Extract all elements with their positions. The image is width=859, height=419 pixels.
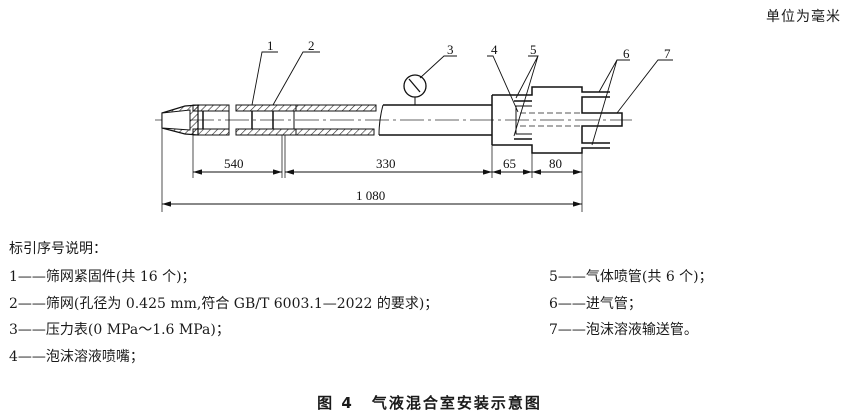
dimension-total: 1 080: [356, 188, 385, 203]
legend-list-left: 1——筛网紧固件(共 16 个)； 2——筛网(孔径为 0.425 mm,符合 …: [9, 264, 438, 370]
plain-pipe: [378, 104, 492, 136]
callout-3: 3: [447, 42, 454, 57]
pressure-gauge-icon: [403, 74, 427, 105]
callout-4: 4: [491, 42, 498, 57]
legend-title: 标引序号说明：: [9, 241, 107, 257]
callout-1: 1: [267, 38, 274, 53]
mixing-chamber: [491, 86, 623, 154]
callout-6: 6: [623, 46, 630, 61]
figure-number: 图 4: [317, 394, 354, 412]
figure-caption: 图 4 气液混合室安装示意图: [0, 392, 859, 413]
legend-item: 1——筛网紧固件(共 16 个)；: [9, 269, 196, 285]
mixing-chamber-diagram: 1 2 3 4 5 6 7 540 330 65 80 1 080: [155, 38, 673, 212]
dimension-80: 80: [549, 156, 562, 171]
callout-2: 2: [308, 38, 315, 53]
figure-title: 气液混合室安装示意图: [371, 394, 542, 412]
callout-leaders: [251, 51, 673, 146]
legend-item: 4——泡沫溶液喷嘴；: [9, 348, 144, 365]
screen-section-left: [192, 104, 230, 136]
legend-item: 5——气体喷管(共 6 个)；: [549, 269, 713, 285]
unit-note: 单位为毫米: [766, 9, 841, 25]
hatched-pipe: [295, 104, 377, 136]
legend-item: 2——筛网(孔径为 0.425 mm,符合 GB/T 6003.1—2022 的…: [9, 295, 439, 312]
screen-section-mid: [235, 104, 297, 136]
callout-5: 5: [530, 42, 537, 57]
legend-item: 3——压力表(0 MPa～1.6 MPa)；: [9, 322, 230, 338]
dimension-540: 540: [224, 156, 244, 171]
legend-item: 6——进气管；: [549, 295, 642, 312]
legend-list-right: 5——气体喷管(共 6 个)； 6——进气管； 7——泡沫溶液输送管。: [549, 264, 713, 344]
dimension-lines: [162, 169, 582, 207]
dimension-65: 65: [503, 156, 516, 171]
dimension-330: 330: [376, 156, 396, 171]
callout-7: 7: [664, 46, 671, 61]
legend-item: 7——泡沫溶液输送管。: [549, 322, 698, 338]
